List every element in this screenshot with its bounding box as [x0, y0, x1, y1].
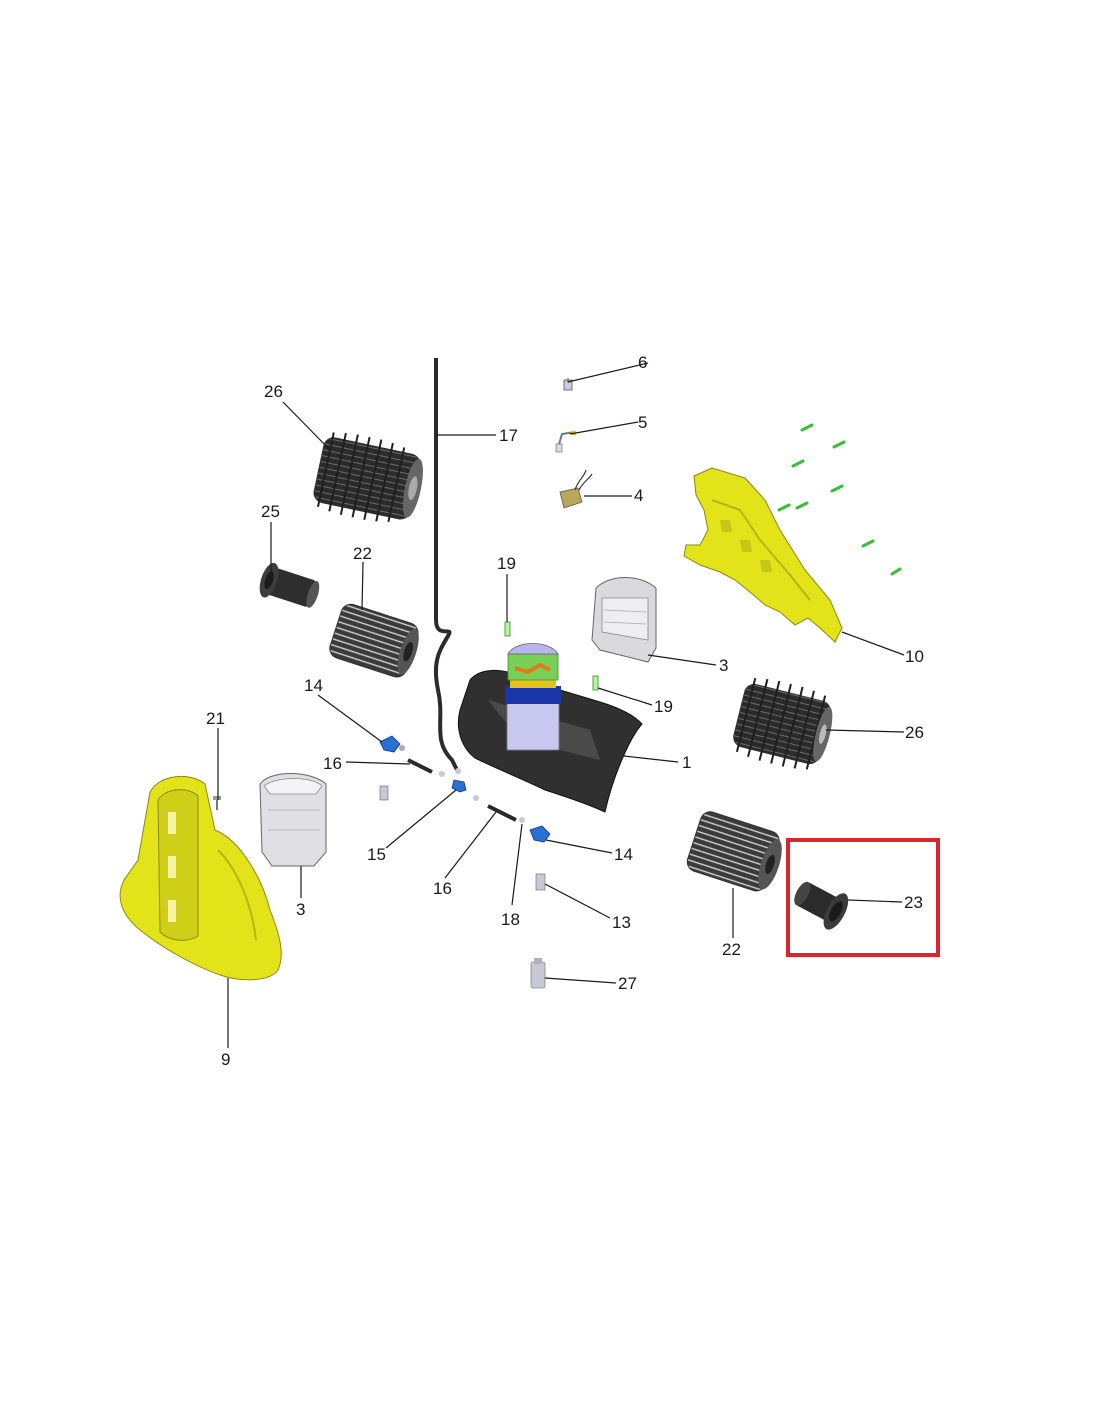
- part-25-sleeve: [259, 562, 320, 608]
- part-23-sleeve: [794, 881, 849, 930]
- part-26-brush-roller-right: [733, 677, 833, 770]
- part-27-valve: [530, 958, 546, 989]
- part-15-connector: [451, 768, 479, 801]
- part-16-tube-right: [487, 804, 517, 822]
- label-15: 15: [367, 845, 386, 864]
- label-9: 9: [221, 1050, 230, 1069]
- label-22-right: 22: [722, 940, 741, 959]
- label-19-upper: 19: [497, 554, 516, 573]
- label-14-left: 14: [304, 676, 323, 695]
- part-19-clip-upper: [504, 621, 511, 637]
- label-10: 10: [905, 647, 924, 666]
- part-3-cover-right: [591, 577, 657, 663]
- part-16-tube-left: [407, 758, 445, 777]
- label-13: 13: [612, 913, 631, 932]
- part-22-brush-roller-right: [686, 811, 782, 892]
- part-19-clip-lower: [592, 675, 599, 691]
- label-6: 6: [638, 353, 647, 372]
- part-17-hose: [433, 358, 460, 773]
- part-9-housing-left: [119, 775, 282, 981]
- highlight-box-part-23: [786, 838, 940, 957]
- label-16-bottom: 16: [433, 879, 452, 898]
- label-4: 4: [634, 486, 643, 505]
- small-plug-left: [379, 785, 389, 801]
- label-25: 25: [261, 502, 280, 521]
- part-4-switch: [559, 469, 593, 509]
- label-27: 27: [618, 974, 637, 993]
- callout-labels: 26 17 6 5 4 25 22 19 10 3 19 14 21 26 16…: [206, 353, 924, 1069]
- part-14-fitting-right: [529, 825, 551, 843]
- part-13-nozzle: [535, 873, 546, 891]
- part-3-cover-left: [259, 773, 327, 867]
- label-26-right: 26: [905, 723, 924, 742]
- part-10-clips: [777, 423, 902, 576]
- part-1-chassis: [457, 643, 643, 813]
- label-16-left: 16: [323, 754, 342, 773]
- label-18: 18: [501, 910, 520, 929]
- label-21: 21: [206, 709, 225, 728]
- leader-lines: [217, 362, 905, 1048]
- label-3-right: 3: [719, 656, 728, 675]
- label-26-top: 26: [264, 382, 283, 401]
- label-19-lower: 19: [654, 697, 673, 716]
- label-1: 1: [682, 753, 691, 772]
- part-21-screw: [213, 796, 221, 810]
- label-17: 17: [499, 426, 518, 445]
- part-26-brush-roller-top: [313, 432, 423, 523]
- part-18-plug: [519, 817, 525, 823]
- label-23: 23: [904, 893, 923, 912]
- label-14-right: 14: [614, 845, 633, 864]
- label-3-left: 3: [296, 900, 305, 919]
- part-10-housing-right: [683, 467, 843, 643]
- label-22-left: 22: [353, 544, 372, 563]
- part-14-fitting-left: [379, 735, 405, 753]
- part-6-screw: [563, 378, 573, 391]
- part-22-brush-roller-left: [329, 603, 419, 678]
- label-5: 5: [638, 413, 647, 432]
